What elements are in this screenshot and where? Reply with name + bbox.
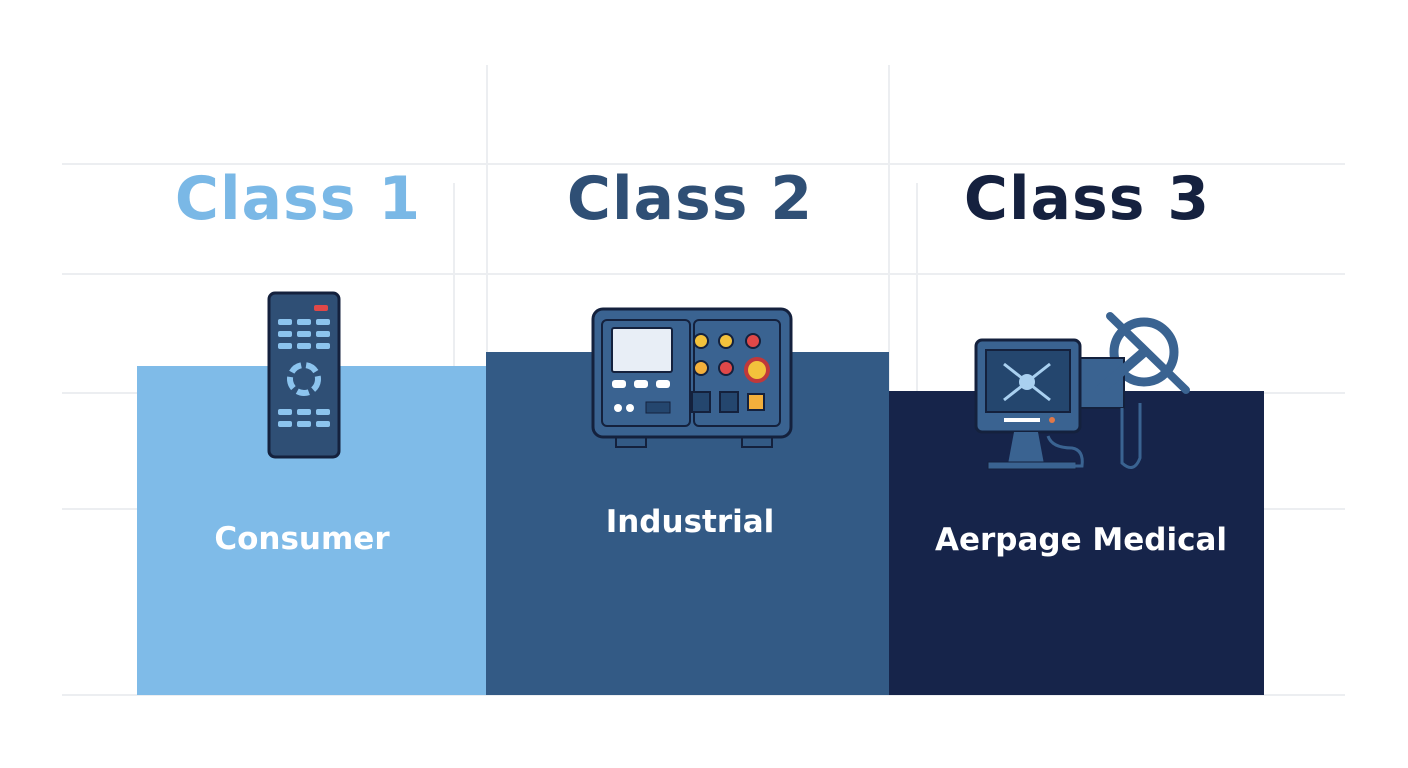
medical-device-icon [974, 312, 1190, 470]
label-consumer: Consumer [214, 521, 390, 557]
grid-line [62, 163, 1345, 165]
grid-line [888, 65, 890, 395]
label-industrial: Industrial [605, 504, 775, 540]
bar-class-3 [889, 391, 1264, 695]
label-medical: Aerpage Medical [934, 522, 1228, 558]
grid-line [453, 183, 455, 366]
heading-class-2: Class 2 [566, 164, 814, 234]
heading-class-3: Class 3 [963, 164, 1211, 234]
grid-line [62, 694, 1345, 696]
grid-line [486, 65, 488, 355]
grid-line [62, 273, 1345, 275]
grid-line [916, 183, 918, 391]
control-panel-icon [591, 307, 793, 448]
remote-control-icon [267, 291, 341, 459]
heading-class-1: Class 1 [174, 164, 422, 234]
